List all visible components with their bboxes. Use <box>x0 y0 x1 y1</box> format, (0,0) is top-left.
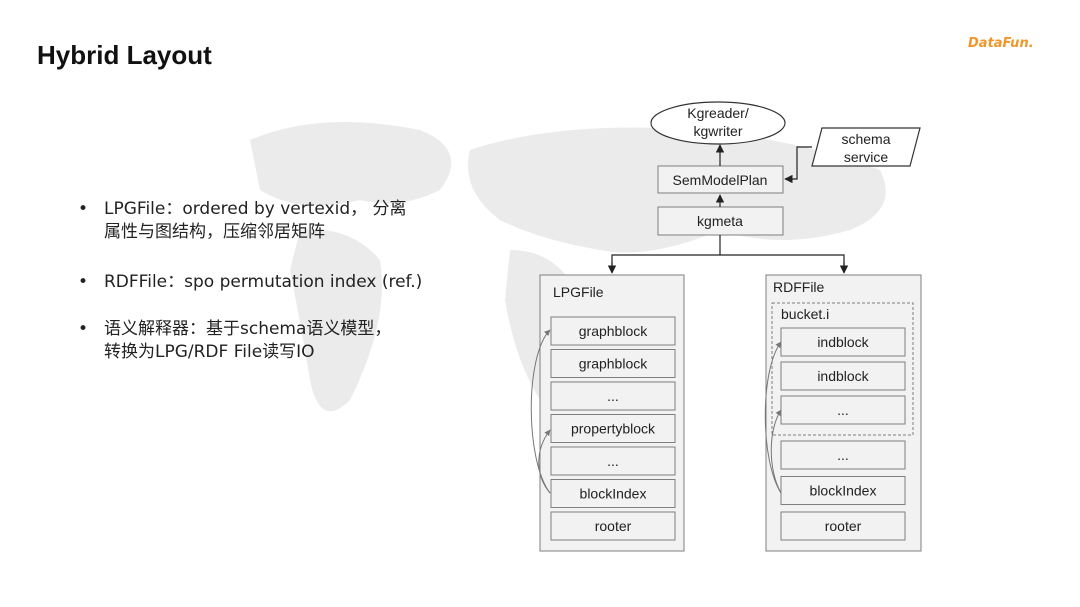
file-block-label: graphblock <box>579 323 648 339</box>
file-block-rect <box>780 476 906 505</box>
file-block: rooter <box>780 511 906 541</box>
file-block: blockIndex <box>550 479 676 508</box>
file-block: graphblock <box>550 349 676 378</box>
bullet-text-line: RDFFile：spo permutation index (ref.) <box>104 272 423 292</box>
schema-service-label-line2: service <box>844 149 889 165</box>
slide-title: Hybrid Layout <box>37 40 212 70</box>
file-block-label: ... <box>607 388 619 404</box>
lpgfile-container: LPGFile graphblock graphblock... propertyb… <box>530 274 685 552</box>
bullet-text-line: LPGFile：ordered by vertexid， 分离 <box>104 199 407 219</box>
file-block-label: indblock <box>817 334 869 350</box>
bullet-text-line: 属性与图结构，压缩邻居矩阵 <box>104 222 325 242</box>
bullet-dot-icon: • <box>78 199 89 219</box>
schema-service-node: schema service <box>811 127 921 167</box>
bucket-label: bucket.i <box>781 306 829 322</box>
file-block-rect <box>550 381 676 411</box>
file-block-rect <box>780 327 906 357</box>
file-block-rect <box>780 361 906 391</box>
kgmeta-label: kgmeta <box>697 213 743 229</box>
bullet-item-rdffile: • RDFFile：spo permutation index (ref.) <box>76 271 422 294</box>
bullet-dot-icon: • <box>78 272 89 292</box>
file-block-label: ... <box>837 447 849 463</box>
semmodelplan-node: SemModelPlan <box>657 165 784 194</box>
file-block-rect <box>550 349 676 378</box>
file-block-label: ... <box>607 453 619 469</box>
file-block-rect <box>550 479 676 508</box>
semmodelplan-label: SemModelPlan <box>673 172 768 188</box>
kgmeta-split-line <box>611 254 845 270</box>
lpgfile-label: LPGFile <box>553 284 604 300</box>
bucket-dashed-box <box>771 302 914 436</box>
bullet-text-line: 语义解释器：基于schema语义模型， <box>104 319 392 339</box>
bullet-dot-icon: • <box>78 319 89 339</box>
file-block-rect <box>550 316 676 346</box>
file-block-rect <box>550 446 676 476</box>
file-block: ... <box>780 395 906 425</box>
file-block: indblock <box>780 327 906 357</box>
file-block: rooter <box>550 511 676 541</box>
schema-service-label-line1: schema <box>841 131 890 147</box>
file-block-label: propertyblock <box>571 421 656 437</box>
connectors <box>607 144 849 274</box>
kgreader-label-line2: kgwriter <box>693 123 742 139</box>
file-block: ... <box>550 446 676 476</box>
bullet-text-line: 转换为LPG/RDF File读写IO <box>104 342 315 362</box>
file-block-label: indblock <box>817 368 869 384</box>
file-block-label: ... <box>837 402 849 418</box>
file-block-rect <box>550 414 676 443</box>
datafun-logo: DataFun. <box>968 36 1034 51</box>
blockindex-to-propertyblock-arrow <box>538 429 551 494</box>
rdffile-label: RDFFile <box>773 279 825 295</box>
file-block-label: blockIndex <box>580 486 647 502</box>
file-block-rect <box>780 440 906 470</box>
file-block-label: graphblock <box>579 356 648 372</box>
file-block: ... <box>780 440 906 470</box>
file-block-label: rooter <box>595 518 632 534</box>
file-block: graphblock <box>550 316 676 346</box>
file-block-rect <box>550 511 676 541</box>
file-block: blockIndex <box>780 476 906 505</box>
blockindex-to-graphblock-arrow <box>530 329 551 494</box>
bullet-item-semantic-interpreter: • 语义解释器：基于schema语义模型， 转换为LPG/RDF File读写I… <box>76 318 391 364</box>
file-block-rect <box>780 511 906 541</box>
rdffile-container: RDFFile bucket.i indblock indblock...... b… <box>764 274 922 552</box>
bullet-item-lpgfile: • LPGFile：ordered by vertexid， 分离 属性与图结构… <box>76 198 407 244</box>
file-block-rect <box>780 395 906 425</box>
arrow-schema-to-semmodel <box>784 146 812 184</box>
kgreader-label-line1: Kgreader/ <box>687 105 749 121</box>
file-block-label: blockIndex <box>810 483 877 499</box>
file-block: ... <box>550 381 676 411</box>
kgmeta-node: kgmeta <box>657 206 784 236</box>
file-block: indblock <box>780 361 906 391</box>
file-block: propertyblock <box>550 414 676 443</box>
blockindex-to-bucket-arrow <box>770 409 782 494</box>
file-block-label: rooter <box>825 518 862 534</box>
kgreader-node: Kgreader/ kgwriter <box>650 101 786 145</box>
